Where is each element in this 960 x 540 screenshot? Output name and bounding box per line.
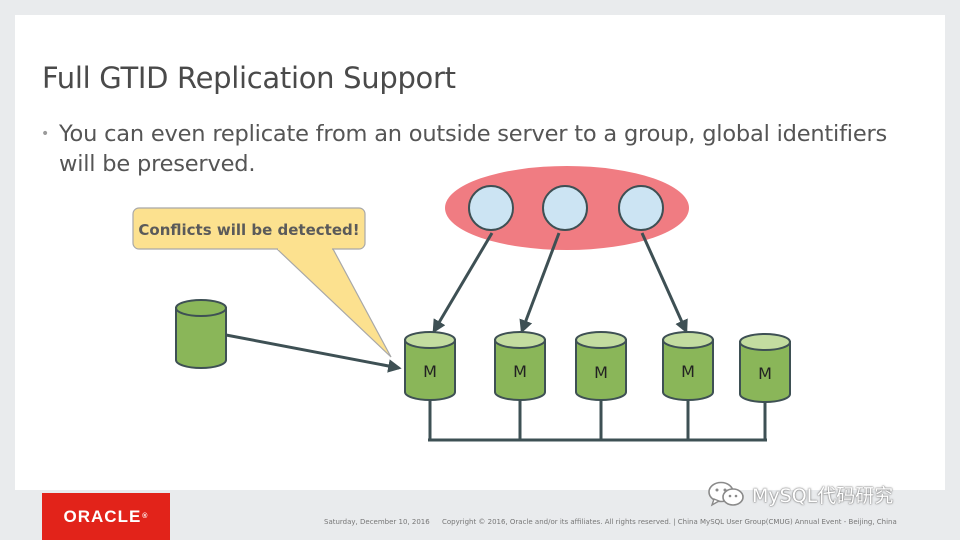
bullet-marker: •	[41, 126, 50, 142]
master-label: M	[758, 364, 772, 383]
callout-box	[132, 207, 366, 250]
bullet-text: You can even replicate from an outside s…	[59, 121, 888, 177]
external-server-cylinder	[175, 299, 227, 369]
client-node-3	[618, 185, 664, 231]
master-label: M	[594, 363, 608, 382]
master-cylinder-5: M	[739, 333, 791, 403]
client-node-2	[542, 185, 588, 231]
footer-copyright: Copyright © 2016, Oracle and/or its affi…	[442, 518, 897, 526]
watermark: MySQL代码研究	[706, 480, 893, 508]
client-node-1	[468, 185, 514, 231]
master-cylinder-1: M	[404, 331, 456, 401]
registered-mark: ®	[142, 513, 149, 520]
page-title: Full GTID Replication Support	[42, 61, 456, 95]
arrow-client1-to-m1	[432, 232, 494, 334]
master-label: M	[423, 362, 437, 381]
watermark-text: MySQL代码研究	[752, 484, 894, 507]
arrow-external-to-m1	[225, 333, 402, 373]
master-label: M	[681, 362, 695, 381]
replication-diagram: Conflicts will be detected! M M	[132, 166, 791, 442]
callout-text: Conflicts will be detected!	[138, 221, 359, 239]
master-cylinder-2: M	[494, 331, 546, 401]
master-cylinder-4: M	[662, 331, 714, 401]
callout-tail	[275, 248, 392, 358]
oracle-logo-text: ORACLE	[63, 506, 142, 526]
arrow-client3-to-m4	[640, 232, 688, 334]
master-label: M	[513, 362, 527, 381]
slide: Full GTID Replication Support • You can …	[15, 15, 945, 525]
arrow-client2-to-m2	[519, 232, 561, 334]
oracle-logo: ORACLE®	[42, 493, 170, 540]
master-cylinder-3: M	[575, 331, 627, 401]
wechat-icon	[708, 481, 744, 507]
footer-date: Saturday, December 10, 2016	[324, 518, 430, 526]
